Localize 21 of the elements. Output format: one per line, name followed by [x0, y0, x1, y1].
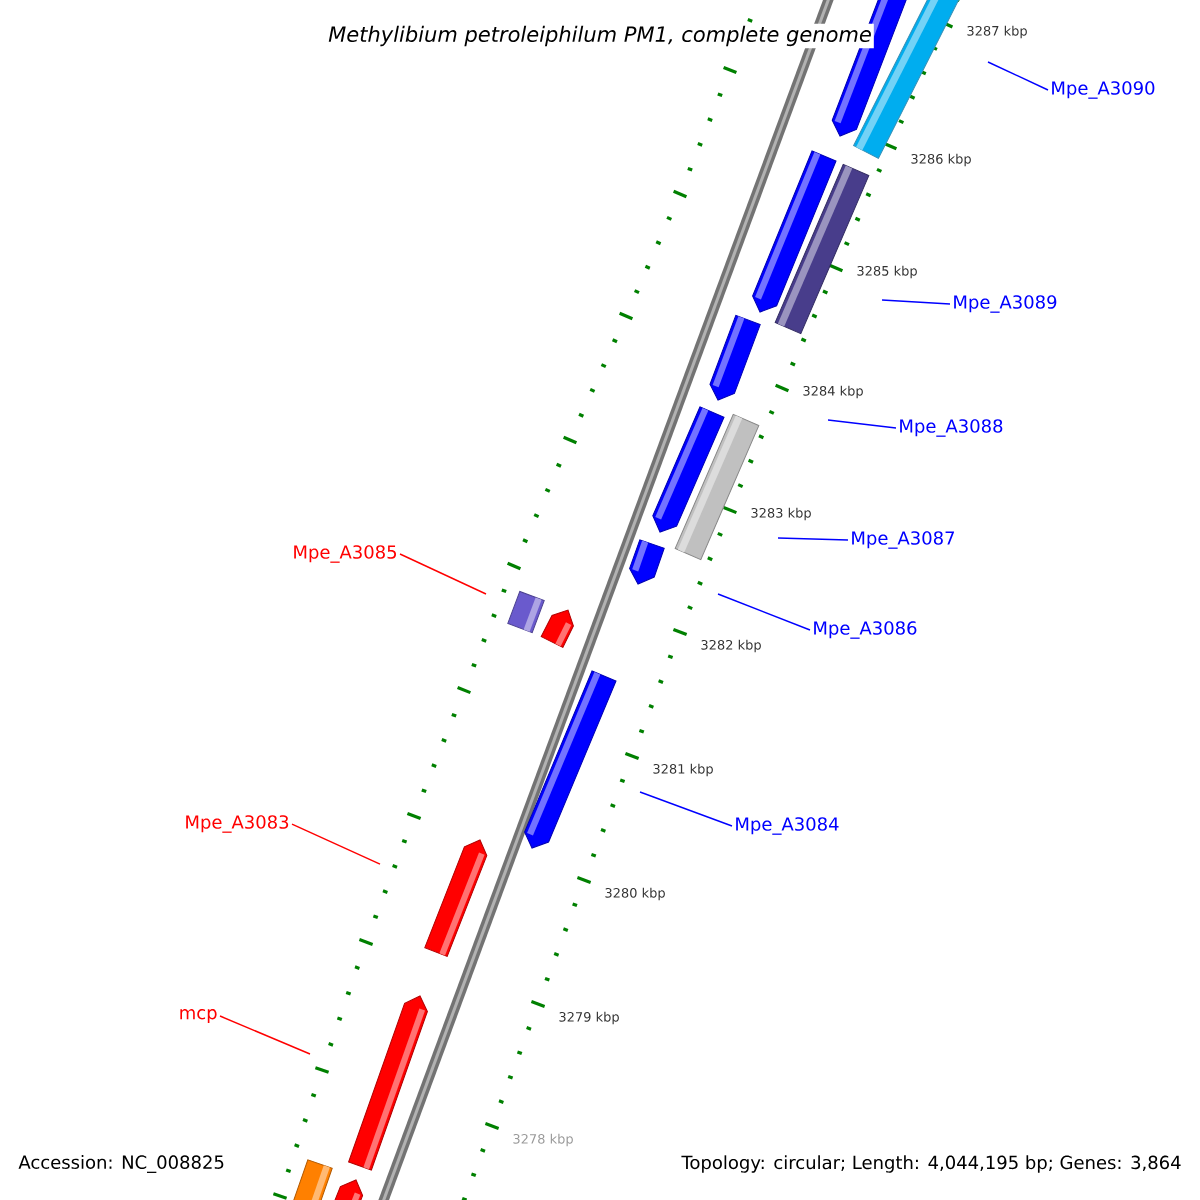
gene-label: Mpe_A3083	[186, 815, 289, 833]
gene-label: Mpe_A3089	[954, 295, 1057, 313]
accession-text: Accession: NC_008825	[16, 1153, 227, 1175]
leader-line	[291, 823, 381, 865]
gene-label: Mpe_A3088	[900, 419, 1003, 437]
leader-line	[987, 61, 1049, 91]
leader-line	[639, 791, 733, 827]
gene-label: mcp	[180, 1009, 217, 1023]
leader-line	[777, 537, 849, 541]
gene-label: Mpe_A3086	[814, 621, 917, 639]
gene-label: Mpe_A3085	[294, 545, 396, 563]
leader-line	[717, 593, 811, 631]
gene-label: Mpe_A3090	[1052, 81, 1155, 99]
leader-line	[399, 553, 487, 595]
leader-line	[881, 299, 951, 305]
leader-line	[827, 419, 897, 429]
leader-line	[219, 1015, 311, 1055]
genome-summary-text: Topology: circular; Length: 4,044,195 bp; Genes: 3,864	[679, 1153, 1184, 1175]
title: Methylibium petroleiphilum PM1, complete genome	[326, 23, 874, 49]
gene-label: Mpe_A3087	[852, 531, 954, 549]
gene-label: Mpe_A3084	[736, 817, 839, 835]
